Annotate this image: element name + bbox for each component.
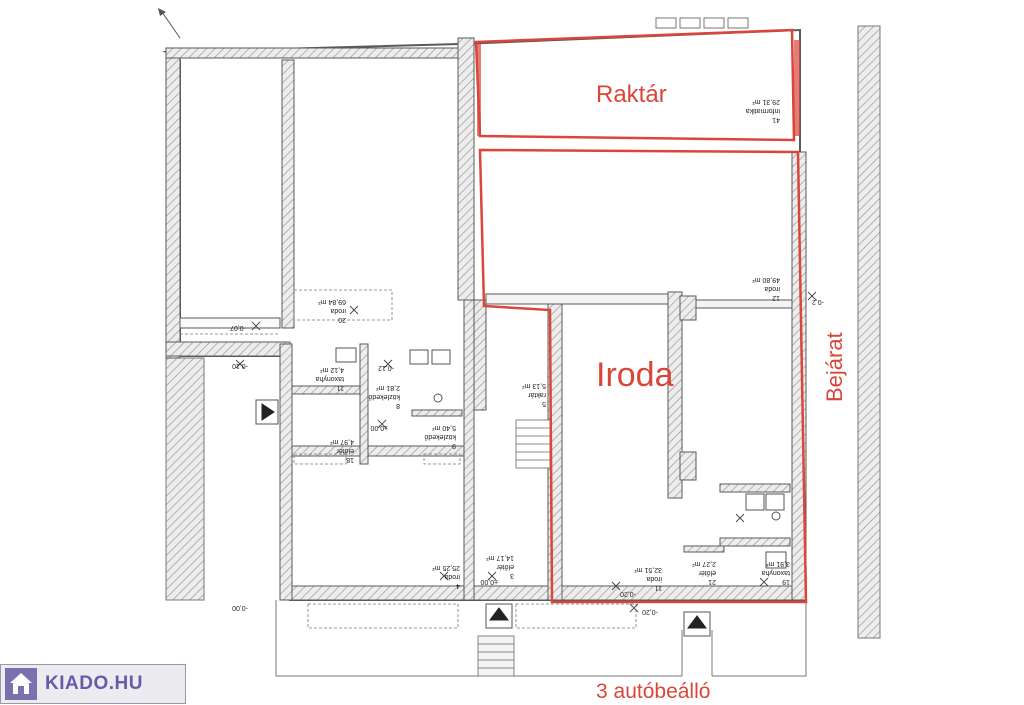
interior-walls <box>179 59 793 601</box>
room-area: 49,80 m² <box>752 276 780 283</box>
room-area: 4,12 m² <box>320 366 344 373</box>
room-num: 41 <box>772 116 780 123</box>
room-name: informatika <box>746 107 780 114</box>
kiado-logo: KIADO.HU <box>0 664 186 704</box>
room-num: 8 <box>396 402 400 409</box>
cross-marks <box>235 291 817 613</box>
roof-marks <box>655 17 749 29</box>
room-area: 5,13 m² <box>522 382 546 389</box>
label-bejarat: Bejárat <box>822 332 847 402</box>
room-name: iroda <box>444 573 460 580</box>
room-area: 25,25 m² <box>432 564 460 571</box>
level-mark: -0,12 <box>378 364 394 371</box>
label-parking: 3 autóbeálló <box>596 680 710 703</box>
level-marks: -0,07 -0,10 -0,12 ±0,00 -0,20 ±0,00 -0,2… <box>230 298 824 615</box>
level-mark: ±0,00 <box>370 424 388 431</box>
terrace <box>275 600 807 677</box>
house-icon <box>5 668 37 700</box>
room-num: 18 <box>346 456 354 463</box>
room-num: 3 <box>510 572 514 579</box>
highlight-areas <box>474 28 808 604</box>
room-name: előtér <box>496 563 514 570</box>
level-mark: -0,10 <box>232 362 248 369</box>
room-name: raktár <box>527 391 546 398</box>
level-mark: -0,20 <box>620 590 636 597</box>
room-num: 11 <box>337 384 344 391</box>
room-name: taxonyha <box>315 375 344 382</box>
north-arrow-icon <box>158 8 181 39</box>
level-mark: -0,00 <box>232 604 248 611</box>
room-area: 3,91 m² <box>766 560 790 567</box>
room-name: iroda <box>764 285 780 292</box>
room-name: előtér <box>698 569 716 576</box>
level-mark: ±0,00 <box>480 578 498 585</box>
room-area: 2,81 m² <box>376 384 400 391</box>
room-num: 12 <box>772 294 780 301</box>
room-num: 4 <box>456 582 460 589</box>
logo-text: KIADO.HU <box>45 673 143 694</box>
room-name: előtér <box>336 447 354 454</box>
entrance-markers <box>255 399 711 637</box>
room-area: 5,40 m² <box>432 424 456 431</box>
room-num: 5 <box>542 400 546 407</box>
room-area: 69,84 m² <box>318 298 346 305</box>
room-num: 20 <box>338 316 346 323</box>
dashed-marks <box>180 289 637 629</box>
room-tags: 41 informatika 29,31 m² 12 iroda 49,80 m… <box>315 98 790 591</box>
room-name: taxonyha <box>761 569 790 576</box>
neighbour-wall-left <box>165 357 205 601</box>
room-num: 19 <box>782 578 790 585</box>
room-num: 9 <box>452 442 456 449</box>
room-area: 32,51 m² <box>634 566 662 573</box>
level-mark: -0,07 <box>230 324 246 331</box>
sanitary-fixtures <box>335 347 787 569</box>
stairs <box>477 419 551 677</box>
room-name: iroda <box>330 307 346 314</box>
level-mark: -0,20 <box>642 608 658 615</box>
room-area: 14,17 m² <box>486 554 514 561</box>
iroda-outline <box>478 148 808 604</box>
room-area: 4,97 m² <box>330 438 354 445</box>
room-name: közlekedő <box>368 393 400 400</box>
room-name: közlekedő <box>424 433 456 440</box>
label-iroda: Iroda <box>596 356 674 394</box>
room-num: 11 <box>655 584 662 591</box>
room-name: iroda <box>646 575 662 582</box>
room-num: 21 <box>708 578 716 585</box>
neighbour-wall-right <box>857 25 881 639</box>
room-area: 29,31 m² <box>752 98 780 105</box>
room-area: 2,27 m² <box>692 560 716 567</box>
level-mark: -0,2 <box>812 298 824 305</box>
label-raktar: Raktár <box>596 81 667 108</box>
